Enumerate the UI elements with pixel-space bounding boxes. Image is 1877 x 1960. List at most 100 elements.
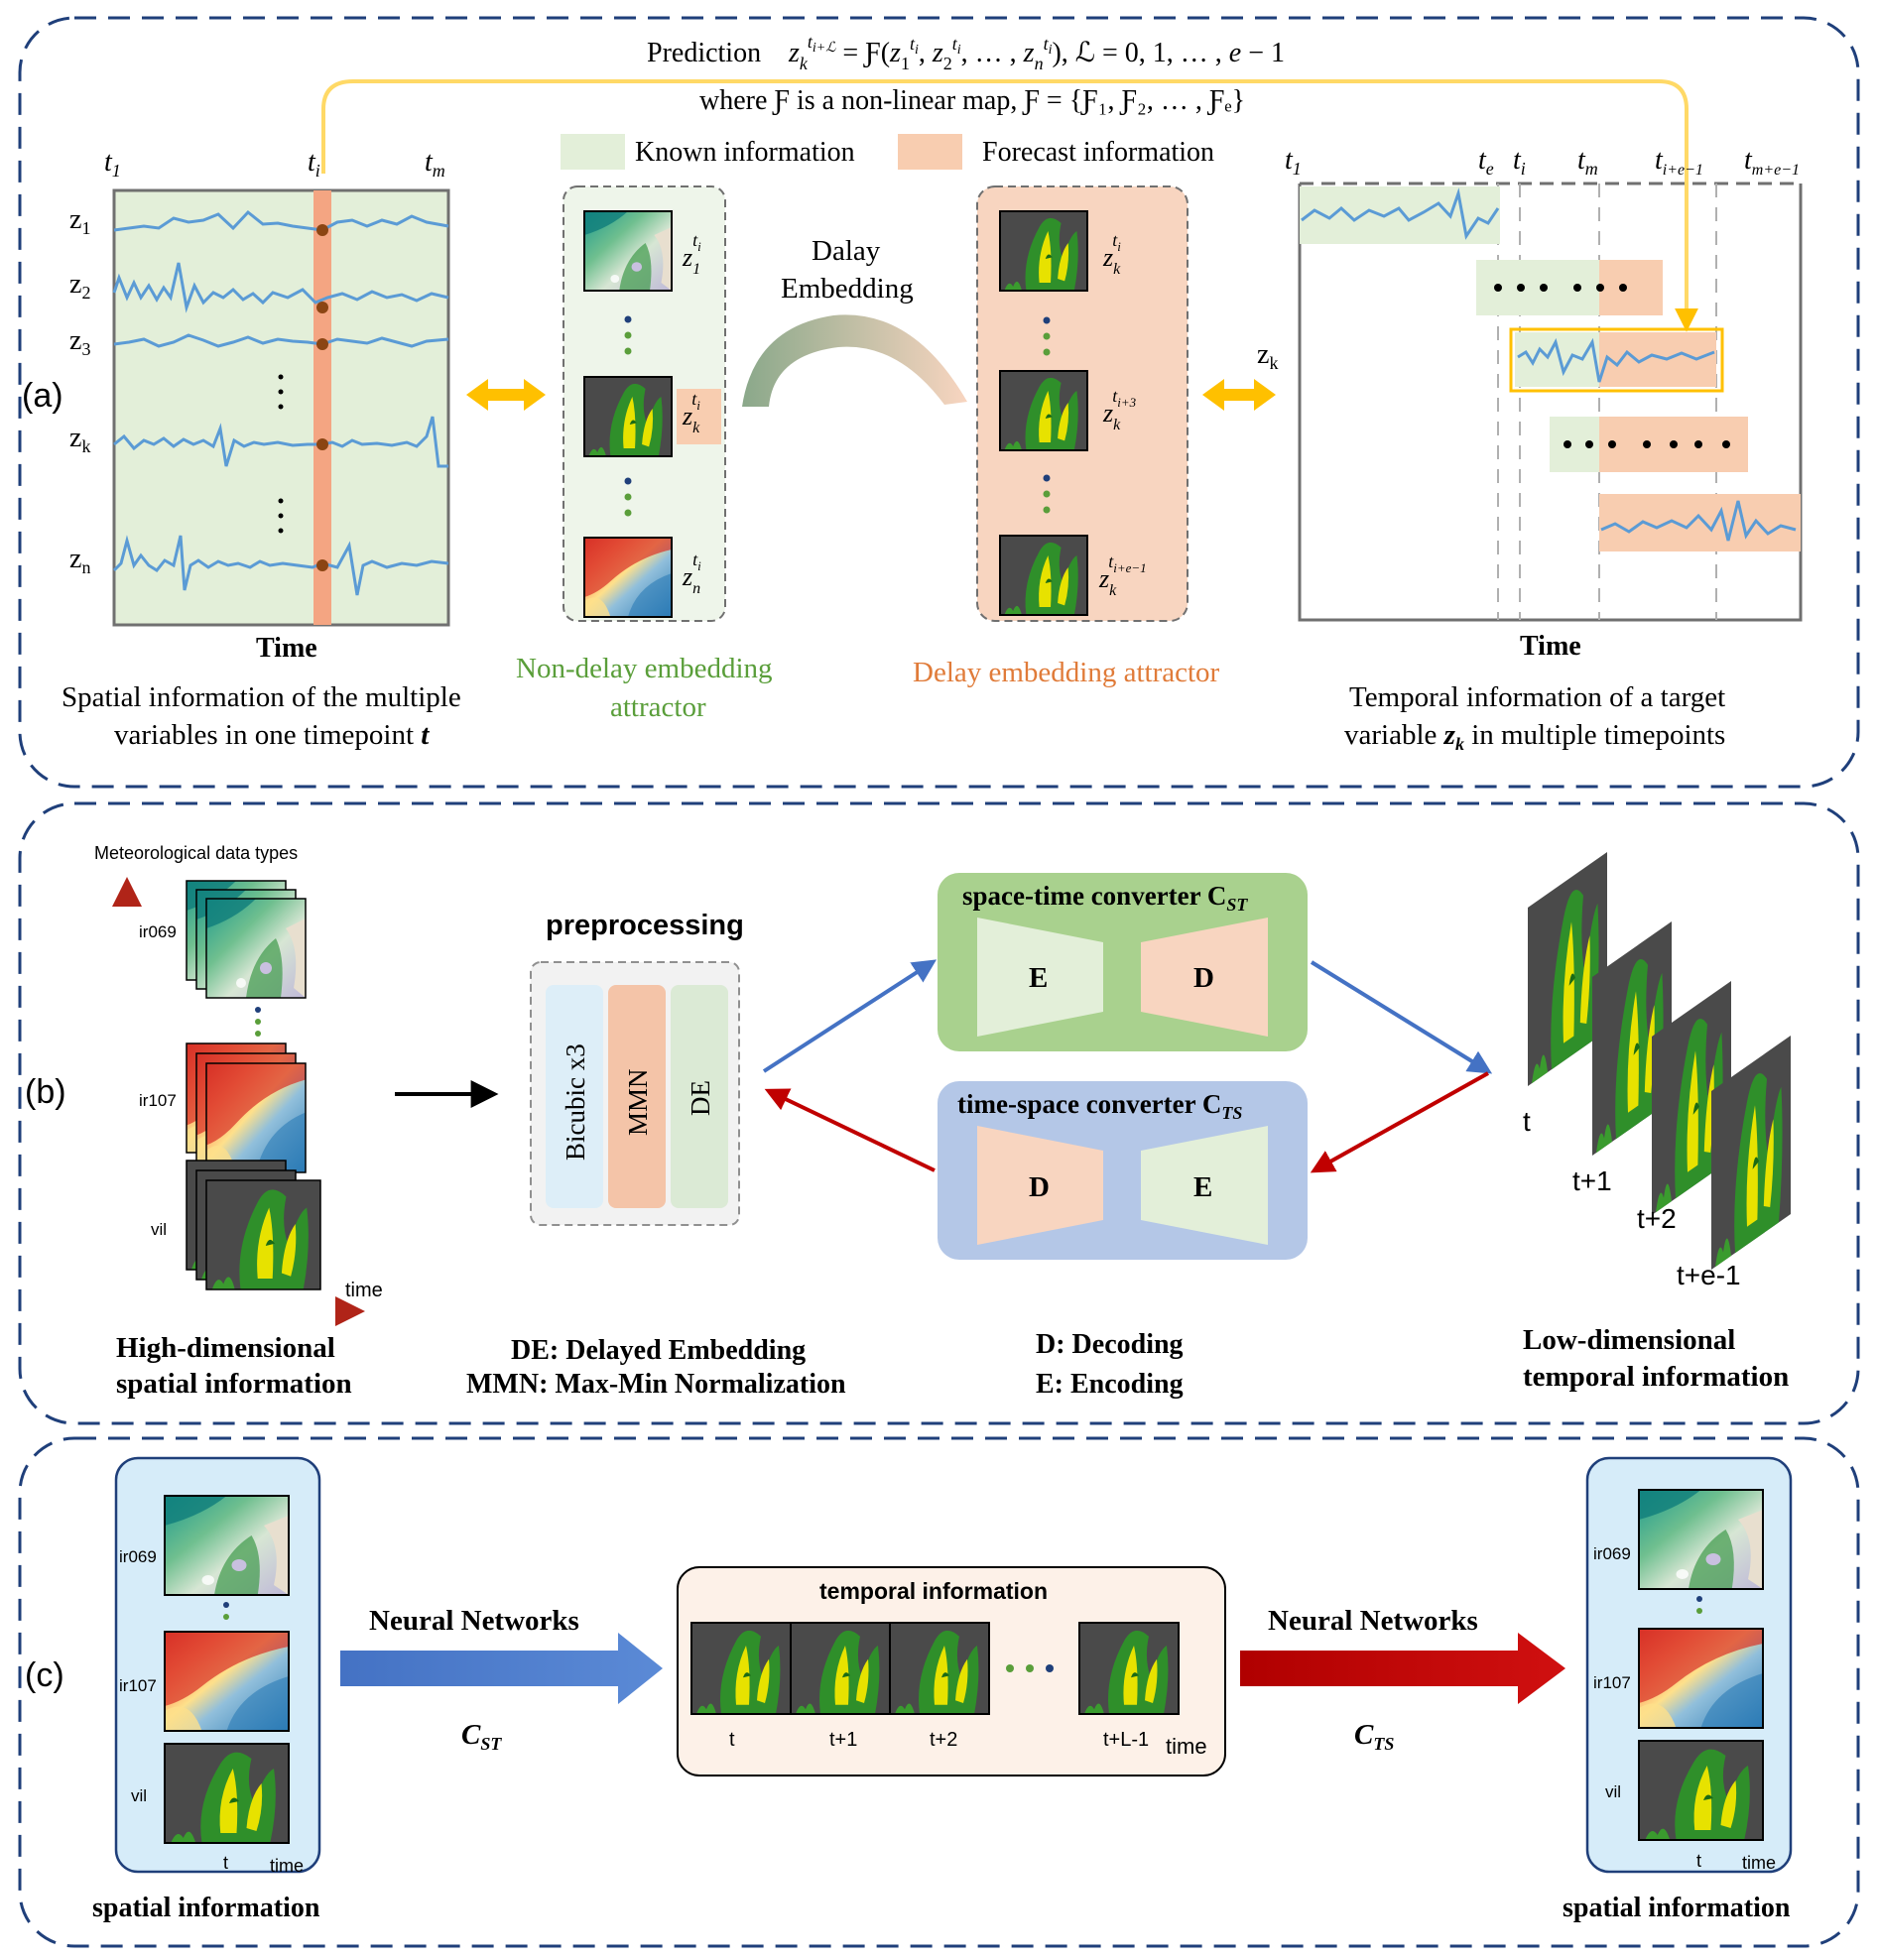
delay-thumb-3 [1000, 536, 1087, 615]
layer-label-ir069: ir069 [139, 922, 177, 941]
c-left-time-label: time [270, 1856, 304, 1876]
right-var-label: zk [1257, 339, 1278, 373]
left-time-label: Time [256, 633, 317, 664]
nondelay-thumb-ir069 [584, 211, 672, 291]
nondelay-thumb-vil [584, 377, 672, 456]
c-cst-label: CST [461, 1719, 502, 1754]
c-left-ir069 [165, 1496, 289, 1595]
var-label-zk: zk [69, 423, 90, 456]
double-arrow-right [1202, 379, 1276, 411]
c-right-dots [1696, 1596, 1702, 1614]
right-tick-ti: ti [1513, 145, 1526, 179]
row3-highlight [1509, 327, 1724, 393]
formula-line2: where Ƒ is a non-linear map, Ƒ = {Ƒ₁, Ƒ₂… [699, 85, 1245, 116]
abbrev-d: D: Decoding [1036, 1329, 1184, 1360]
arrow-out-to-ts [1310, 1071, 1489, 1173]
delay-dots-1 [1043, 316, 1051, 356]
ts-encoder [1141, 1126, 1268, 1245]
row3-series [1517, 337, 1715, 383]
series-zn [112, 535, 449, 596]
nondelay-label-k: zkti [682, 389, 700, 436]
delay-embedding-curve [742, 314, 967, 407]
right-plot-gridlines [1497, 184, 1717, 620]
row5-forecast [1599, 494, 1801, 551]
nondelay-caption-1: Non-delay embedding [516, 653, 773, 684]
panel-b-frame [18, 801, 1860, 1425]
abbrev-mmn: MMN: Max-Min Normalization [466, 1369, 846, 1400]
delay-label-k1: zkti [1102, 230, 1121, 278]
nondelay-dots-1 [624, 315, 632, 355]
c-right-label-ir069: ir069 [1593, 1544, 1631, 1563]
prep-de-label: DE [686, 1080, 715, 1116]
legend-forecast-swatch [898, 134, 962, 170]
row3-known [1515, 332, 1599, 387]
prep-de [671, 985, 728, 1208]
b-left-caption-1: High-dimensional [116, 1332, 335, 1364]
arrow-st-to-out [1310, 960, 1493, 1074]
c-left-caption: spatial information [92, 1893, 320, 1923]
ts-decoder [977, 1126, 1103, 1245]
panel-a-tag: (a) [22, 377, 63, 415]
c-left-vil [165, 1744, 289, 1843]
left-vertical-dots-upper [278, 374, 284, 410]
st-decoder-label: D [1193, 962, 1214, 994]
panel-b-tag: (b) [25, 1073, 66, 1111]
c-left-dots [223, 1602, 229, 1620]
right-tick-tme1: tm+e−1 [1744, 145, 1800, 179]
c-nn-label-right: Neural Networks [1268, 1605, 1478, 1637]
timepoint-dots [316, 224, 328, 571]
row5-series [1600, 500, 1797, 542]
stack-ir107 [186, 1042, 307, 1173]
nondelay-label-n: znti [682, 550, 701, 597]
axis-label-meteorological: Meteorological data types [94, 843, 298, 863]
c-right-time-label: time [1742, 1853, 1776, 1873]
prep-bicubic [546, 985, 603, 1208]
c-cts-label: CTS [1354, 1719, 1394, 1754]
abbrev-de: DE: Delayed Embedding [511, 1335, 806, 1366]
prep-mmn-label: MMN [623, 1068, 653, 1136]
c-left-label-ir069: ir069 [119, 1547, 157, 1566]
yellow-feedback-arrow [321, 79, 1698, 332]
st-encoder-label: E [1029, 962, 1048, 994]
c-frame-label-tl1: t+L-1 [1103, 1729, 1149, 1751]
ts-title: time-space converter CTS [957, 1089, 1242, 1123]
abbrev-e: E: Encoding [1036, 1369, 1184, 1400]
prep-mmn [608, 985, 666, 1208]
right-tick-tie1: ti+e−1 [1655, 145, 1703, 179]
delay-label-1: Dalay [812, 235, 881, 267]
panel-a-frame [18, 16, 1860, 789]
frame-label-t: t [1523, 1106, 1531, 1137]
left-series-group [112, 209, 449, 596]
delay-thumb-2 [1000, 371, 1087, 450]
right-tick-tm: tm [1577, 145, 1598, 179]
c-frame-t [691, 1623, 791, 1714]
c-frame-t1 [791, 1623, 890, 1714]
nondelay-caption-2: attractor [610, 691, 706, 723]
double-arrow-left [466, 379, 546, 411]
stack-ir069 [186, 880, 307, 999]
var-label-zn: zn [69, 544, 90, 577]
c-right-caption: spatial information [1563, 1893, 1791, 1923]
right-tick-t1: t1 [1285, 145, 1302, 179]
arrow-ts-to-prep [764, 1088, 936, 1172]
c-frame-tl1 [1079, 1623, 1179, 1714]
stack-vil [186, 1160, 321, 1290]
delay-dots-2 [1043, 474, 1051, 514]
c-red-arrow [1240, 1633, 1565, 1704]
series-z3 [113, 333, 449, 348]
time-label-b: time [345, 1280, 383, 1301]
nondelay-highlight [677, 389, 721, 444]
layer-label-ir107: ir107 [139, 1091, 177, 1110]
prep-bicubic-label: Bicubic x3 [561, 1043, 590, 1161]
panel-c-frame [18, 1436, 1860, 1948]
c-frame-t2 [890, 1623, 989, 1714]
c-blue-arrow [340, 1633, 663, 1704]
c-frame-label-t: t [729, 1729, 735, 1751]
c-right-ir107 [1639, 1629, 1763, 1728]
var-label-z1: z1 [69, 204, 90, 238]
c-right-ir069 [1639, 1490, 1763, 1589]
right-time-label: Time [1520, 631, 1581, 662]
nondelay-dots-2 [624, 477, 632, 517]
right-caption-line2: variable zk in multiple timepoints [1344, 719, 1725, 754]
